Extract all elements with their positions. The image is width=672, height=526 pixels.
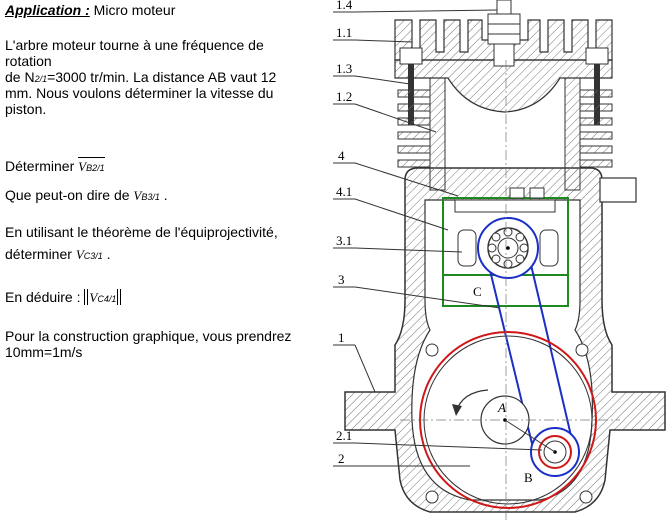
leader-lines <box>333 9 543 467</box>
question-5-line-2: 10mm=1m/s <box>5 344 83 360</box>
vector-vb21: VB2/1 <box>78 157 105 174</box>
heading: Application : Micro moteur <box>5 2 175 18</box>
intro-line-2: rotation <box>5 53 52 69</box>
segment-ab <box>504 419 556 453</box>
label-1-1: 1.1 <box>336 25 352 40</box>
intro-line-3: de N2/1=3000 tr/min. La distance AB vaut… <box>5 69 277 85</box>
piston-pin <box>457 229 559 267</box>
subject-title: Micro moteur <box>89 2 176 18</box>
norm-vc41: VC4/1 <box>84 289 122 305</box>
label-3: 3 <box>338 272 345 287</box>
question-3-line-1: En utilisant le théorème de l'équiprojec… <box>5 224 278 240</box>
question-4: En déduire : VC4/1 <box>5 289 122 307</box>
label-3-1: 3.1 <box>336 233 352 248</box>
engine-section-drawing: 1.4 1.1 1.3 1.2 4 4.1 3.1 3 1 2.1 2 A B … <box>333 0 666 520</box>
question-3-line-2: déterminer VC3/1 . <box>5 246 111 262</box>
label-2-1: 2.1 <box>336 428 352 443</box>
label-1-3: 1.3 <box>336 61 352 76</box>
label-4: 4 <box>338 148 345 163</box>
glow-plug <box>487 0 521 67</box>
point-c-dot <box>506 246 510 250</box>
point-b-label: B <box>524 470 533 485</box>
speed-subscript: 2/1 <box>34 74 48 84</box>
label-1-2: 1.2 <box>336 89 352 104</box>
piston <box>442 187 569 307</box>
point-a-label: A <box>497 400 506 415</box>
center-lines <box>400 60 620 520</box>
label-1-4: 1.4 <box>336 0 353 12</box>
intro-line-5: piston. <box>5 101 47 117</box>
intro-line-4: mm. Nous voulons déterminer la vitesse d… <box>5 85 274 101</box>
application-label: Application : <box>5 2 90 18</box>
cylinder <box>397 77 613 191</box>
intro-line-1: L'arbre moteur tourne à une fréquence de <box>5 37 264 53</box>
label-4-1: 4.1 <box>336 184 352 199</box>
label-2: 2 <box>338 451 345 466</box>
point-c-label: C <box>473 284 482 299</box>
question-2: Que peut-on dire de VB3/1 . <box>5 187 168 203</box>
label-1: 1 <box>338 330 345 345</box>
question-5-line-1: Pour la construction graphique, vous pre… <box>5 328 292 344</box>
question-1: Déterminer VB2/1 <box>5 157 105 174</box>
